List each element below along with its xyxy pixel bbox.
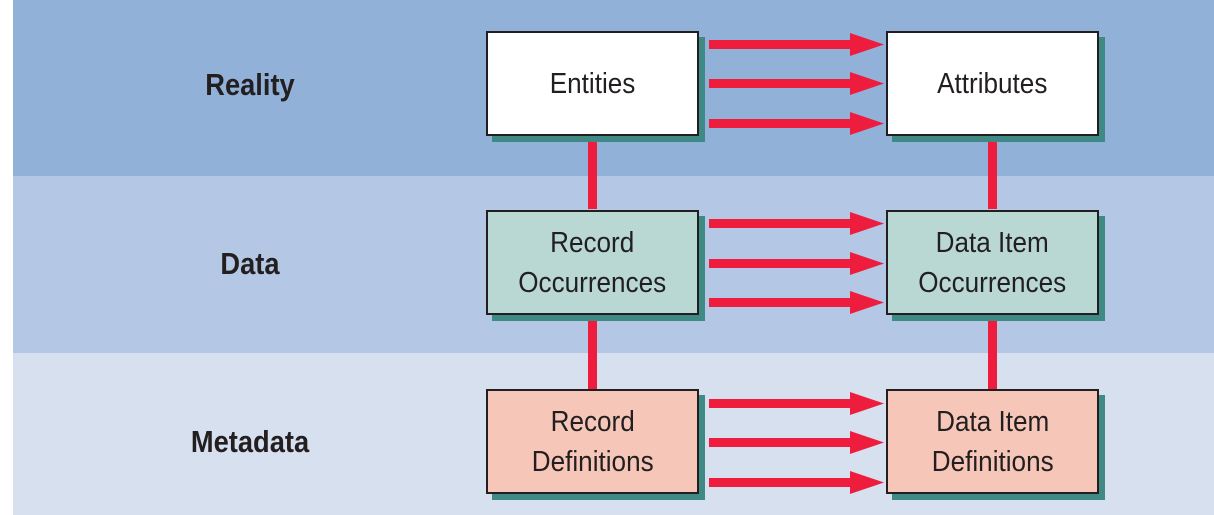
connector-items-definitions — [988, 319, 997, 389]
record-occurrences-text: Record Occurrences — [518, 226, 667, 299]
data-label: Data — [220, 246, 280, 281]
record-occurrences-box: Record Occurrences — [486, 210, 699, 315]
attributes-text: Attributes — [937, 67, 1048, 100]
connector-records-definitions — [588, 319, 597, 389]
connector-attributes-items — [988, 139, 997, 209]
attributes-box: Attributes — [886, 31, 1099, 136]
metadata-label: Metadata — [190, 424, 310, 459]
connector-entities-records — [588, 139, 597, 209]
data-item-occurrences-box: Data Item Occurrences — [886, 210, 1099, 315]
data-item-definitions-text: Data Item Definitions — [931, 405, 1054, 478]
entities-text: Entities — [549, 67, 636, 100]
data-item-occurrences-text: Data Item Occurrences — [918, 226, 1067, 299]
record-definitions-box: Record Definitions — [486, 389, 699, 494]
record-definitions-text: Record Definitions — [531, 405, 654, 478]
data-item-definitions-box: Data Item Definitions — [886, 389, 1099, 494]
entities-box: Entities — [486, 31, 699, 136]
reality-label: Reality — [205, 67, 295, 102]
